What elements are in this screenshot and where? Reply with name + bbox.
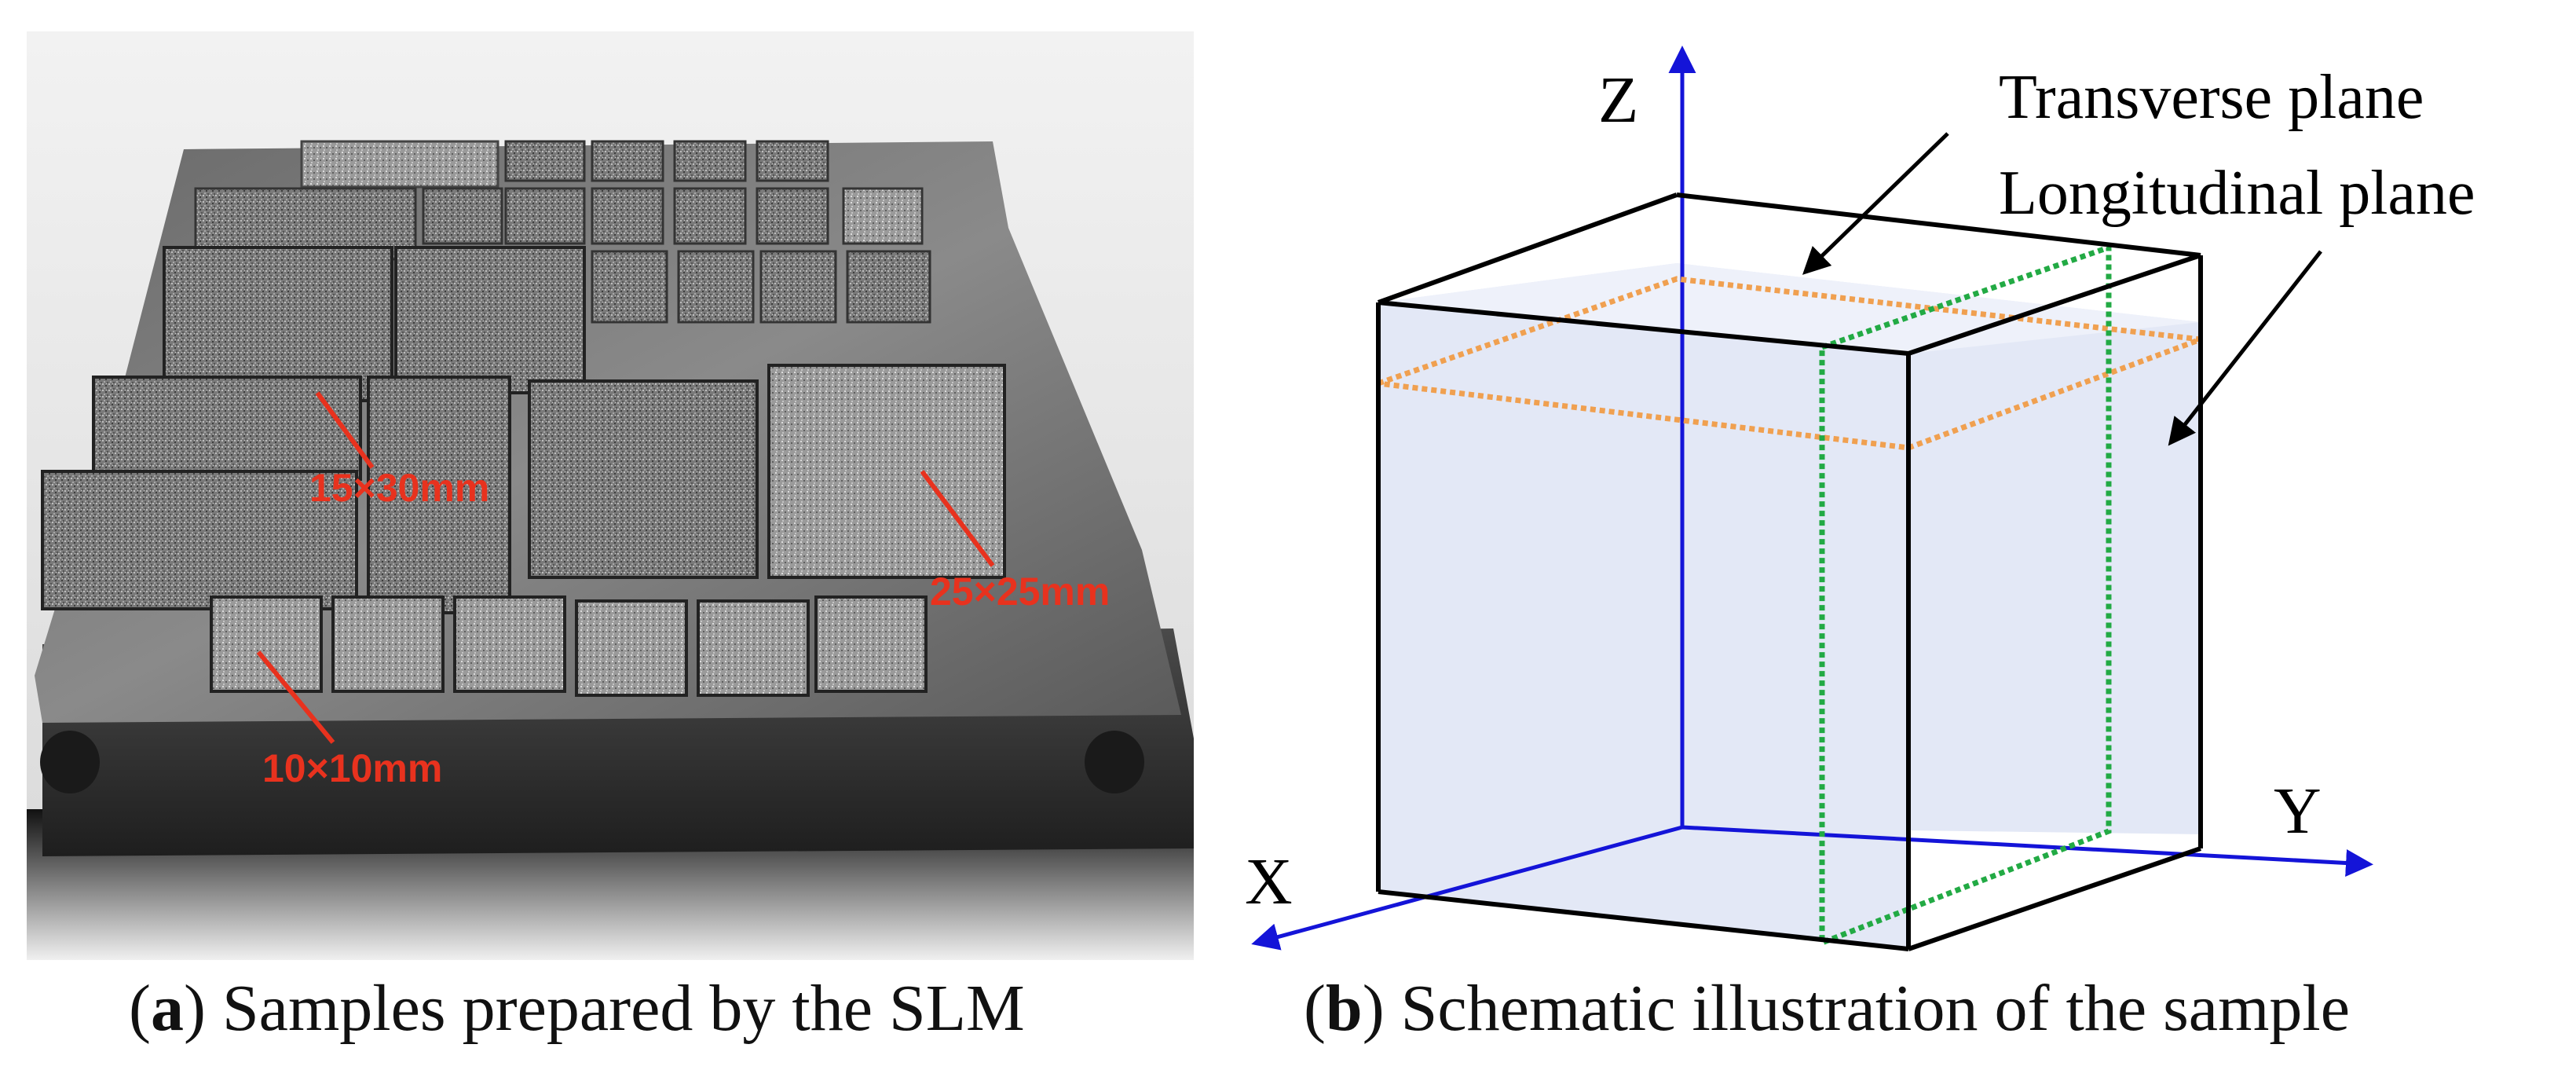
longitudinal-plane-label: Longitudinal plane xyxy=(1999,159,2475,228)
transverse-plane-label: Transverse plane xyxy=(1999,63,2424,132)
annotation-15x30: 15×30mm xyxy=(309,466,489,510)
caption-b-letter: b xyxy=(1325,972,1363,1045)
build-plate-illustration: 15×30mm 25×25mm 10×10mm xyxy=(27,31,1194,960)
annotation-arrows xyxy=(256,391,995,744)
x-axis-label: X xyxy=(1245,845,1293,918)
caption-a-open: ( xyxy=(129,972,151,1045)
cube-edges xyxy=(1376,192,2203,951)
caption-a-letter: a xyxy=(150,972,184,1045)
y-axis xyxy=(1681,825,2373,877)
cube-left-face xyxy=(1378,302,1908,949)
caption-a: (a) Samples prepared by the SLM xyxy=(129,976,1025,1042)
x-axis xyxy=(1251,825,1683,951)
sample-blocks xyxy=(41,140,1006,697)
caption-b-text: ) Schematic illustration of the sample xyxy=(1362,972,2351,1045)
axes xyxy=(1251,46,2373,951)
samples-photo: 15×30mm 25×25mm 10×10mm xyxy=(27,31,1194,960)
caption-b-open: ( xyxy=(1304,972,1326,1045)
cube-top-face xyxy=(1378,263,2201,354)
longitudinal-plane xyxy=(1819,244,2112,947)
schematic-diagram: Z X Y Transverse plane Longitudinal plan… xyxy=(1225,31,2560,974)
caption-b: (b) Schematic illustration of the sample xyxy=(1304,976,2350,1042)
cube-schematic: Z X Y Transverse plane Longitudinal plan… xyxy=(1245,46,2475,951)
annotation-25x25: 25×25mm xyxy=(930,570,1110,614)
caption-a-text: ) Samples prepared by the SLM xyxy=(183,972,1025,1045)
transverse-plane-leader xyxy=(1802,132,1949,275)
longitudinal-plane-leader xyxy=(2168,250,2322,446)
y-axis-label: Y xyxy=(2274,775,2322,848)
sample-cube xyxy=(1378,263,2201,949)
annotation-10x10: 10×10mm xyxy=(262,746,442,790)
z-axis-label: Z xyxy=(1598,64,1638,137)
